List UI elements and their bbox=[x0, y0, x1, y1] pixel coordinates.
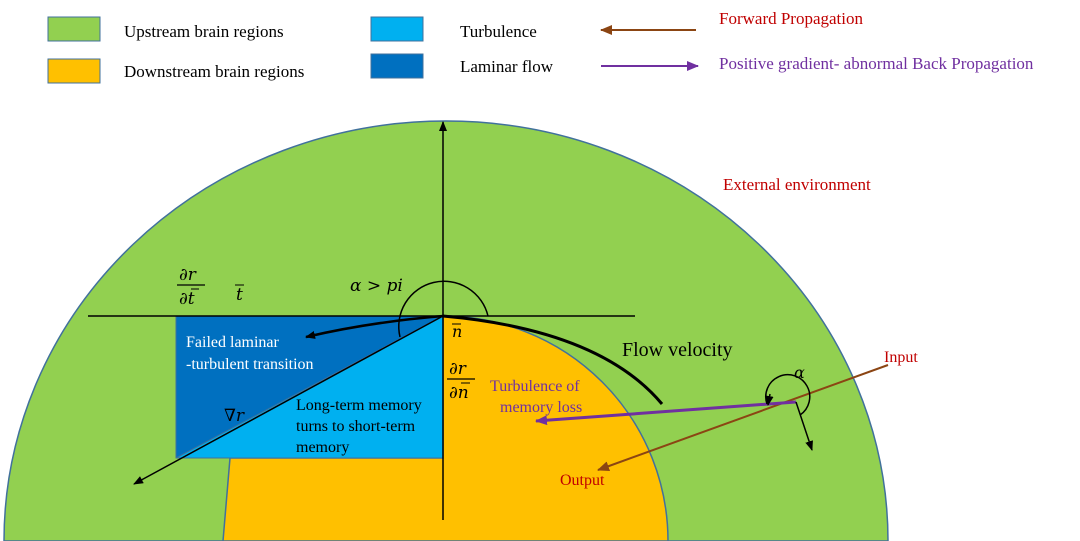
turbulence-memory-loss-line2: memory loss bbox=[500, 399, 582, 416]
legend-backprop-label: Positive gradient- abnormal Back Propaga… bbox=[719, 54, 1034, 73]
gradient-arrow bbox=[133, 315, 444, 485]
dr-dn-denominator: ∂n bbox=[449, 383, 469, 403]
legend-laminar-label: Laminar flow bbox=[460, 57, 554, 76]
output-label: Output bbox=[560, 472, 605, 489]
alpha-label: α bbox=[794, 363, 805, 382]
memory-label-line3: memory bbox=[296, 439, 349, 456]
dr-dt-numerator: ∂r bbox=[179, 265, 197, 285]
dr-dt-denominator: ∂t bbox=[179, 289, 195, 309]
legend-upstream-label: Upstream brain regions bbox=[124, 22, 284, 41]
legend-turbulence-swatch bbox=[370, 16, 424, 42]
memory-label-line1: Long-term memory bbox=[296, 397, 422, 414]
alpha-small-arrowhead bbox=[765, 393, 774, 406]
backprop-arrow bbox=[535, 400, 797, 426]
legend-forward-label: Forward Propagation bbox=[719, 9, 864, 28]
external-environment-label: External environment bbox=[723, 175, 871, 194]
failed-transition-label-line2: -turbulent transition bbox=[186, 356, 314, 373]
flow-velocity-arc bbox=[442, 314, 664, 405]
alpha-pi-arc bbox=[398, 280, 489, 338]
alpha-greater-pi-label: α > pi bbox=[350, 276, 403, 296]
n-vector-label: n bbox=[452, 322, 462, 341]
memory-label-line2: turns to short-term bbox=[296, 418, 416, 435]
gradient-label: ∇r bbox=[224, 406, 245, 426]
flow-velocity-label: Flow velocity bbox=[622, 339, 733, 361]
t-vector-label: t bbox=[236, 285, 243, 305]
failed-transition-label-line1: Failed laminar bbox=[186, 334, 280, 351]
legend-laminar-swatch bbox=[370, 53, 424, 79]
alpha-small-arc bbox=[765, 373, 811, 416]
forward-propagation-arrow bbox=[597, 364, 889, 471]
legend-downstream-label: Downstream brain regions bbox=[124, 62, 304, 81]
normal-down-arrow bbox=[795, 401, 813, 451]
tangent-arrow bbox=[305, 314, 444, 339]
input-label: Input bbox=[884, 349, 918, 366]
legend-turbulence-label: Turbulence bbox=[460, 22, 537, 41]
dr-dn-numerator: ∂r bbox=[449, 359, 467, 379]
legend-upstream-swatch bbox=[47, 16, 101, 42]
turbulence-memory-loss-line1: Turbulence of bbox=[490, 378, 580, 395]
legend-downstream-swatch bbox=[47, 58, 101, 84]
